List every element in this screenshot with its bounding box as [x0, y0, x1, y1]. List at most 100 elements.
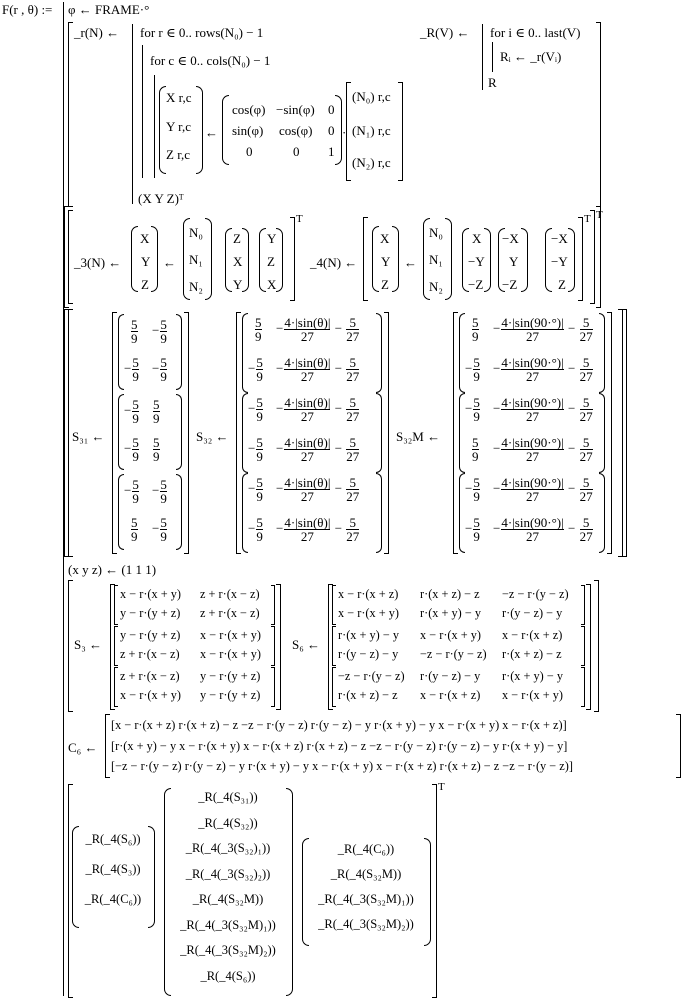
R-program-bar	[482, 24, 483, 90]
result-entry: _R(_4(C₆))	[84, 892, 142, 906]
s6-cell: r·(y − z) − y	[338, 647, 399, 661]
R-return[interactable]: R	[488, 75, 497, 90]
R-loop-bar	[492, 42, 493, 72]
result-entry: _R(_4(_3(S₃₂M)₁))	[180, 917, 276, 932]
R-loop[interactable]: for i ∈ 0.. last(V)	[490, 25, 581, 40]
rot-01: −sin(φ)	[276, 102, 315, 117]
cols-loop-bar	[154, 75, 155, 178]
rotation-matrix-paren-right	[335, 95, 342, 165]
s6-cell: x − r·(x + y)	[420, 628, 481, 642]
rot-20: 0	[246, 144, 253, 159]
result-entry: _R(_4(_3(S₃₂M)₂))	[318, 917, 414, 931]
c6-row-1: [r·(x + y) − y x − r·(x + y) x − r·(x + …	[111, 739, 568, 753]
rotation-matrix-paren-left	[222, 95, 229, 165]
rblock-bracket-right	[596, 22, 601, 207]
xyz-assignment[interactable]: (x y z) ← (1 1 1)	[68, 562, 157, 577]
rot-22: 1	[328, 144, 335, 159]
result-entry: _R(_4(C₆))	[337, 842, 395, 856]
s6-cell: x − r·(x + z)	[502, 628, 563, 642]
s6-cell: x − r·(x + y)	[502, 688, 563, 702]
rows-loop-bar	[142, 45, 143, 178]
s32-label[interactable]: S₃₂ ←	[196, 429, 229, 444]
result-entry: _R(_4(S₃₁))	[198, 790, 258, 804]
program-bar	[63, 2, 64, 996]
function-definition[interactable]: F(r , θ) :=	[2, 2, 53, 17]
result-entry: _R(_4(_3(S₃₂)₁))	[185, 841, 271, 855]
result-entry: _R(_4(S₃₂))	[198, 815, 258, 830]
s6-cell: r·(y − z) − y	[420, 669, 481, 683]
nvec-bracket-right	[398, 82, 403, 181]
s6-cell: r·(x + z) − z	[338, 688, 398, 702]
s3-cell: y − r·(y + z)	[120, 606, 181, 620]
xyz-vector-paren-right	[196, 86, 203, 174]
four-function-label[interactable]: _4(N) ←	[310, 255, 358, 270]
s6-cell: r·(y − z) − y	[502, 606, 563, 620]
c6-row-0: [x − r·(x + z) r·(x + z) − z −z − r·(y −…	[111, 718, 567, 732]
s3-cell: z + r·(x − z)	[120, 647, 180, 661]
vec-y: Y r,c	[166, 119, 191, 134]
rot-12: 0	[328, 123, 335, 138]
result-entry: _R(_4(S₃₂M))	[192, 892, 264, 906]
R-function-label[interactable]: _R(V) ←	[420, 25, 470, 40]
c6-label[interactable]: C₆ ←	[68, 740, 98, 755]
s6-cell: r·(x + y) − y	[420, 606, 481, 620]
result-transpose: T	[438, 781, 445, 793]
rot-02: 0	[328, 102, 335, 117]
perm-bracket-left	[68, 210, 73, 304]
rot-21: 0	[293, 144, 300, 159]
s6-cell: x − r·(x + z)	[420, 688, 481, 702]
s3-cell: x − r·(x + y)	[200, 647, 261, 661]
s3-cell: y − r·(y + z)	[200, 688, 261, 702]
result-entry: _R(_4(S₃))	[85, 862, 141, 876]
rot-00: cos(φ)	[232, 102, 266, 117]
phi-assignment[interactable]: φ ← FRAME·°	[68, 2, 150, 17]
nvec-bracket-left	[346, 82, 351, 181]
R-assign[interactable]: Rᵢ ← _r(Vᵢ)	[500, 49, 562, 64]
r-return-value[interactable]: (X Y Z)ᵀ	[138, 191, 184, 206]
s6-cell: r·(x + y) − y	[502, 669, 563, 683]
result-entry: _R(_4(_3(S₃₂M)₂))	[180, 943, 276, 957]
s6-matrix[interactable]: x − r·(x + z)r·(x + z) − z−z − r·(y − z)…	[332, 585, 586, 707]
s6-cell: r·(x + y) − y	[338, 628, 399, 642]
r-function-label[interactable]: _r(N) ←	[74, 25, 120, 40]
cols-loop[interactable]: for c ∈ 0.. cols(N₀) − 1	[150, 53, 271, 68]
s6-label[interactable]: S₆ ←	[292, 637, 321, 652]
s3-cell: x − r·(x + y)	[200, 628, 261, 642]
rot-11: cos(φ)	[279, 123, 313, 138]
vec-z: Z r,c	[166, 147, 191, 162]
s3-cell: z + r·(x − z)	[200, 587, 260, 601]
s3-cell: y − r·(y + z)	[200, 669, 261, 683]
vec-x: X r,c	[166, 90, 192, 105]
s3-cell: z + r·(x − z)	[200, 606, 260, 620]
s6-cell: x − r·(x + z)	[338, 587, 399, 601]
three-function-label[interactable]: _3(N) ←	[74, 255, 122, 270]
s32m-label[interactable]: S₃₂M ←	[396, 429, 441, 444]
s31-label[interactable]: S₃₁ ←	[72, 429, 105, 444]
s3-label[interactable]: S₃ ←	[74, 637, 103, 652]
xyz-vector-paren-left	[159, 86, 166, 174]
rows-loop[interactable]: for r ∈ 0.. rows(N₀) − 1	[140, 25, 264, 40]
s3-matrix[interactable]: x − r·(x + y) z + r·(x − z) y − r·(y + z) z…	[114, 585, 276, 707]
